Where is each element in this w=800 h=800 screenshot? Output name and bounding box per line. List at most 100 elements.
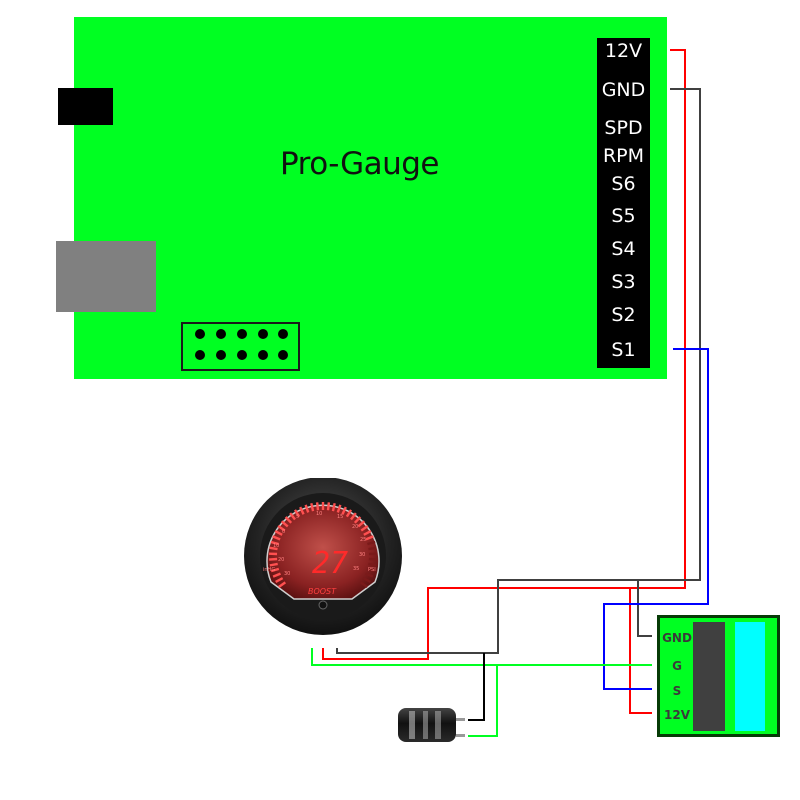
gauge-scale-top-10: 10 [316,511,322,517]
gauge-tick [272,572,281,578]
gauge-tick [350,512,357,521]
gauge-scale-35: 35 [353,566,359,572]
gauge-tick [269,557,278,561]
gauge-tick [365,572,374,578]
gauge-tick [365,535,374,541]
gauge-tick [277,525,286,532]
header-pin [237,329,247,339]
pin-label-spd: SPD [604,117,643,139]
gauge-tick-ring [268,502,378,588]
gauge-tick [331,503,336,512]
capacitor-lead [456,718,465,721]
pin-strip: 12V GND SPD RPM S6 S5 S4 S3 S2 S1 [597,38,650,368]
gauge-tick [269,562,278,567]
sensor-pin-12v: 12V [664,708,690,722]
gauge-tick [275,577,284,584]
pin-label-s3: S3 [611,271,636,293]
header-pin [237,350,247,360]
capacitor [398,708,465,742]
wire-gnd [336,88,701,654]
header-pin [278,350,288,360]
sensor-pin-gnd: GND [662,631,692,645]
board-title: Pro-Gauge [280,146,440,182]
gauge-tick [274,530,283,536]
gauge-label: BOOST [308,587,337,596]
gauge-tick [270,540,279,546]
wire-12v [322,49,686,660]
gauge-tick [310,503,315,512]
capacitor-print [435,711,441,739]
pin-label-s1: S1 [611,339,636,361]
gauge-scale-15: 15 [337,514,343,520]
gauge-face [266,504,380,600]
gauge-tick [366,567,376,573]
capacitor-print [409,711,415,739]
pin-label-gnd: GND [601,79,646,101]
header-pin [195,350,205,360]
wire-s1-signal [603,348,709,690]
power-connector [58,88,113,125]
wire-g [311,648,652,666]
gauge-tick [353,516,362,524]
gauge-tick [326,502,331,511]
gauge-tick [368,546,377,551]
gauge-tick [368,562,377,567]
gauge-tick [363,530,372,536]
gauge-tick [272,535,281,541]
sensor-pin-s: S [672,684,682,698]
pin-header [181,322,300,371]
gauge-tick [341,506,347,515]
header-pin [216,329,226,339]
gauge-tick [284,516,293,524]
wire-capacitor-negative [468,653,485,721]
gauge-tick [336,504,342,513]
wire-12v-sensor [629,588,652,714]
gauge-scale-right-20: 20 [352,524,358,530]
header-pin [258,329,268,339]
gauge-tick [359,581,368,588]
gauge-tick [270,567,280,573]
pressure-sensor: GND G S 12V [657,615,780,737]
gauge-scale-25: 25 [360,537,366,543]
pin-label-rpm: RPM [602,145,645,167]
pin-label-12v: 12V [604,40,643,62]
gauge-tick [362,577,371,584]
gauge-tick [368,557,377,561]
gauge-tick [278,581,287,588]
wire-gnd-sensor [637,580,652,637]
gauge-tick [293,509,301,518]
gauge-tick [357,520,366,528]
wire-g-capacitor [468,665,498,737]
gauge-scale-5: 5 [296,514,299,520]
sensor-body [693,622,725,731]
gauge-tick [304,504,310,513]
gauge-scale-10: 10 [273,543,279,549]
header-pin [258,350,268,360]
gauge-right-unit: PSI [368,567,376,573]
header-pin [278,329,288,339]
gauge-button[interactable] [318,600,328,610]
gauge-reading: 27 [312,546,348,581]
gauge-scale-20: 20 [278,557,284,563]
gauge-tick [289,512,296,521]
header-pin [216,350,226,360]
gauge-tick [299,506,305,515]
boost-gauge: inHG PSI 0 10 20 30 5 10 15 20 25 30 35 … [244,478,402,635]
sensor-pin-g: G [672,659,682,673]
gauge-tick [360,525,369,532]
usb-connector [56,241,156,312]
gauge-tick [269,546,278,551]
gauge-tick [367,540,376,546]
gauge-scale-30: 30 [284,571,290,577]
gauge-scale-right-30: 30 [359,552,365,558]
capacitor-lead [456,734,465,737]
pro-gauge-board [74,17,667,379]
gauge-tick [345,509,353,518]
pin-label-s6: S6 [611,173,636,195]
capacitor-print [423,711,428,739]
gauge-tick [315,502,320,511]
pin-label-s5: S5 [611,205,636,227]
header-pin [195,329,205,339]
sensor-window [735,622,765,731]
